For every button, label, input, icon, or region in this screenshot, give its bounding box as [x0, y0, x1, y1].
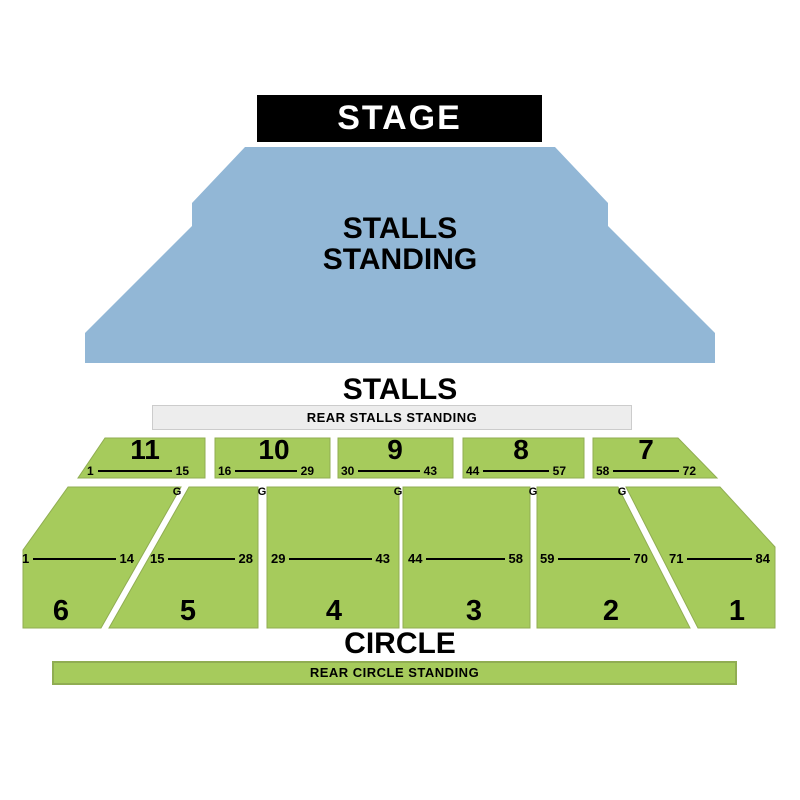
rear-stalls-standing-bar[interactable]: REAR STALLS STANDING [152, 405, 632, 430]
block-7-shape[interactable] [592, 437, 719, 479]
block-11-shape[interactable] [77, 437, 206, 479]
rear-stalls-standing-label: REAR STALLS STANDING [306, 410, 478, 425]
block-8-shape[interactable] [462, 437, 585, 479]
block-3-shape[interactable] [402, 486, 531, 629]
stage-banner: STAGE [257, 95, 542, 142]
block-4-shape[interactable] [266, 486, 400, 629]
rear-circle-standing-label: REAR CIRCLE STANDING [309, 665, 480, 680]
rear-circle-standing-bar[interactable]: REAR CIRCLE STANDING [52, 661, 737, 685]
block-9-shape[interactable] [337, 437, 454, 479]
block-10-shape[interactable] [214, 437, 331, 479]
stalls-standing-area[interactable] [85, 147, 715, 363]
